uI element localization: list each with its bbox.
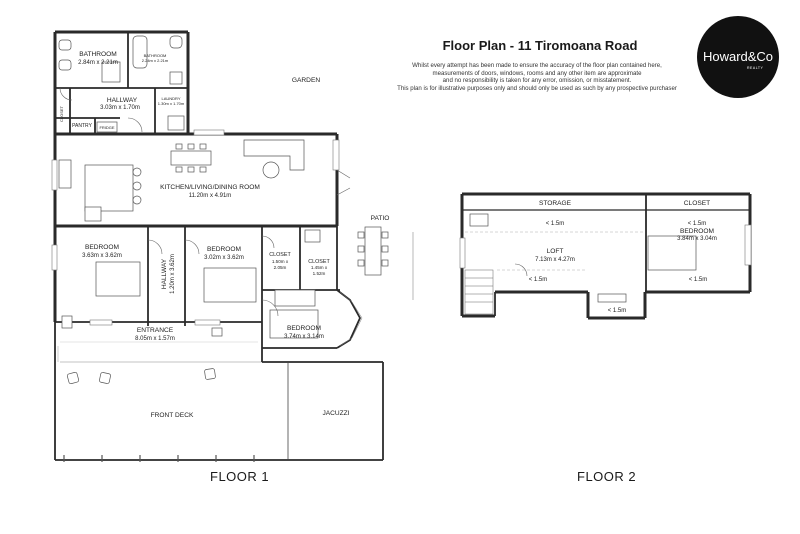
room-label-bedroom-3: BEDROOM bbox=[287, 325, 321, 332]
floor-2-label: FLOOR 2 bbox=[577, 469, 637, 484]
kitchen-living-furniture bbox=[58, 139, 351, 243]
bedroom-furniture bbox=[95, 235, 275, 303]
agency-logo: Howard&Co REALTY bbox=[697, 16, 779, 98]
room-dims-closet-2: 1.45m x bbox=[311, 265, 328, 270]
room-label-laundry: LAUNDRY bbox=[161, 96, 180, 101]
bedroom-3-walls bbox=[261, 289, 363, 349]
height-label-bay: < 1.5m bbox=[608, 308, 627, 314]
plan-title: Floor Plan - 11 Tiromoana Road bbox=[442, 38, 638, 53]
room-dims-laundry: 1.30m x 1.70m bbox=[158, 101, 185, 106]
upper-wing-walls bbox=[53, 30, 190, 134]
height-label-storage: < 1.5m bbox=[546, 221, 565, 227]
room-dims-bedroom-2: 3.02m x 3.62m bbox=[204, 255, 244, 261]
room-label-kitchen: KITCHEN/LIVING/DINING ROOM bbox=[160, 184, 260, 191]
room-label-bedroom-f2: BEDROOM bbox=[680, 228, 714, 235]
room-dims-entrance: 8.05m x 1.57m bbox=[135, 336, 175, 342]
room-dims-kitchen: 11.20m x 4.91m bbox=[189, 193, 232, 199]
room-dims-bathroom-small: 2.24m x 2.21m bbox=[142, 58, 169, 63]
fridge-label: FRIDGE bbox=[99, 125, 114, 130]
room-dims-bedroom-1: 3.63m x 3.62m bbox=[82, 253, 122, 259]
room-label-storage: STORAGE bbox=[539, 200, 572, 207]
room-label-bathroom-small: BATHROOM bbox=[144, 53, 167, 58]
height-label-bedroom: < 1.5m bbox=[689, 277, 708, 283]
height-label-loft: < 1.5m bbox=[529, 277, 548, 283]
disclaimer-text: Whilst every attempt has been made to en… bbox=[362, 62, 712, 92]
height-label-closet: < 1.5m bbox=[688, 221, 707, 227]
room-label-entrance: ENTRANCE bbox=[137, 327, 174, 334]
deck-chair bbox=[66, 368, 216, 385]
front-deck bbox=[54, 361, 384, 462]
logo-wordmark: Howard&Co bbox=[702, 49, 774, 64]
room-dims-loft: 7.13m x 4.27m bbox=[535, 257, 575, 263]
room-label-loft: LOFT bbox=[547, 248, 564, 255]
floor-1-plan: BATHROOM 2.84m x 2.21m BATHROOM 2.24m x … bbox=[51, 30, 414, 462]
room-label-closet-2: CLOSET bbox=[308, 259, 330, 265]
front-deck-label: FRONT DECK bbox=[151, 412, 194, 419]
floor-2-plan: STORAGE CLOSET < 1.5m < 1.5m LOFT 7.13m … bbox=[459, 192, 752, 320]
room-dims-closet-1: 1.50m x bbox=[272, 259, 289, 264]
entrance-walls bbox=[54, 315, 263, 362]
room-dims-closet-1b: 2.05m bbox=[274, 265, 287, 270]
room-dims-hallway: 3.03m x 1.70m bbox=[100, 105, 140, 111]
room-label-hallway-2: HALLWAY bbox=[161, 258, 168, 289]
room-dims-bedroom-f2: 3.84m x 3.04m bbox=[677, 236, 717, 242]
patio-label: PATIO bbox=[371, 215, 390, 222]
disclaimer-line: This plan is for illustrative purposes o… bbox=[397, 84, 677, 92]
room-dims-hallway-2: 1.20m x 3.62m bbox=[170, 254, 176, 294]
room-label-closet-1: CLOSET bbox=[269, 252, 291, 258]
patio-table bbox=[357, 226, 414, 300]
room-label-pantry: PANTRY bbox=[72, 123, 92, 129]
room-label-bedroom-1: BEDROOM bbox=[85, 244, 119, 251]
floor-2-walls bbox=[459, 192, 752, 320]
disclaimer-line: and no responsibility is taken for any e… bbox=[442, 77, 632, 85]
room-label-hallway: HALLWAY bbox=[107, 97, 138, 104]
logo-subtext: REALTY bbox=[747, 66, 764, 70]
room-label-closet-small: CLOSET bbox=[59, 105, 64, 122]
room-label-bathroom: BATHROOM bbox=[79, 51, 117, 58]
room-dims-closet-2b: 1.52m bbox=[313, 271, 326, 276]
room-dims-bathroom: 2.84m x 2.21m bbox=[78, 60, 118, 66]
disclaimer-line: measurements of doors, windows, rooms an… bbox=[432, 69, 642, 77]
jacuzzi-label: JACUZZI bbox=[322, 410, 349, 417]
staircase bbox=[464, 269, 494, 315]
garden-label: GARDEN bbox=[292, 77, 320, 84]
room-label-bedroom-2: BEDROOM bbox=[207, 246, 241, 253]
main-house-walls bbox=[51, 129, 340, 326]
disclaimer-line: Whilst every attempt has been made to en… bbox=[412, 62, 662, 69]
room-label-closet-f2: CLOSET bbox=[684, 200, 710, 207]
loft-furniture bbox=[469, 213, 697, 303]
room-dims-bedroom-3: 3.74m x 3.14m bbox=[284, 334, 324, 340]
floor-1-label: FLOOR 1 bbox=[210, 469, 270, 484]
